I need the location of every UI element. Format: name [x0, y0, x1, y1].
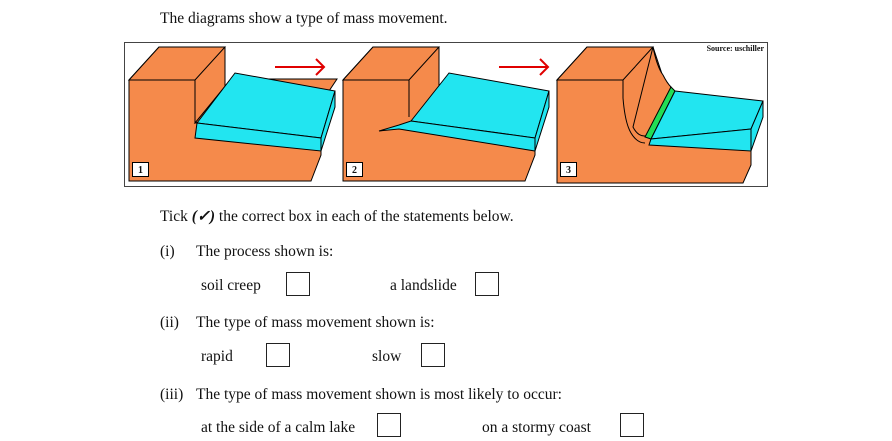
source-credit: Source: uschiller: [706, 44, 764, 53]
option-slow-label: slow: [372, 348, 402, 365]
arrow-2: [499, 58, 550, 76]
question-2-text: The type of mass movement shown is:: [196, 314, 435, 331]
panel-2-diagram: [341, 46, 550, 182]
mass-movement-diagrams: [127, 46, 764, 184]
option-soil-creep-label: soil creep: [201, 277, 261, 294]
question-1-text: The process shown is:: [196, 243, 334, 260]
option-slow-checkbox[interactable]: [421, 343, 445, 367]
mass-movement-figure: Source: uschiller 1 2 3: [124, 42, 768, 187]
tick-mark-symbol: (✓): [191, 208, 216, 225]
panel-1-diagram: [127, 46, 338, 182]
option-rapid-label: rapid: [201, 348, 233, 365]
option-rapid-checkbox[interactable]: [266, 343, 290, 367]
option-landslide-label: a landslide: [390, 277, 457, 294]
option-stormy-coast-checkbox[interactable]: [620, 413, 644, 437]
intro-text: The diagrams show a type of mass movemen…: [160, 10, 448, 27]
panel-label-1: 1: [132, 162, 149, 177]
instruction-after: the correct box in each of the statement…: [215, 208, 514, 225]
option-calm-lake-checkbox[interactable]: [377, 413, 401, 437]
question-2-number: (ii): [160, 314, 179, 331]
instruction-before: Tick: [160, 208, 192, 225]
question-3-number: (iii): [160, 386, 184, 403]
question-1-number: (i): [160, 243, 175, 260]
arrow-1: [275, 58, 326, 76]
panel-label-2: 2: [346, 162, 363, 177]
panel-3-diagram: [555, 46, 764, 184]
instruction-text: Tick (✓) the correct box in each of the …: [160, 209, 514, 225]
option-stormy-coast-label: on a stormy coast: [482, 419, 591, 436]
option-soil-creep-checkbox[interactable]: [286, 272, 310, 296]
option-landslide-checkbox[interactable]: [475, 272, 499, 296]
question-3-text: The type of mass movement shown is most …: [196, 386, 562, 403]
option-calm-lake-label: at the side of a calm lake: [201, 419, 356, 436]
panel-label-3: 3: [560, 162, 577, 177]
